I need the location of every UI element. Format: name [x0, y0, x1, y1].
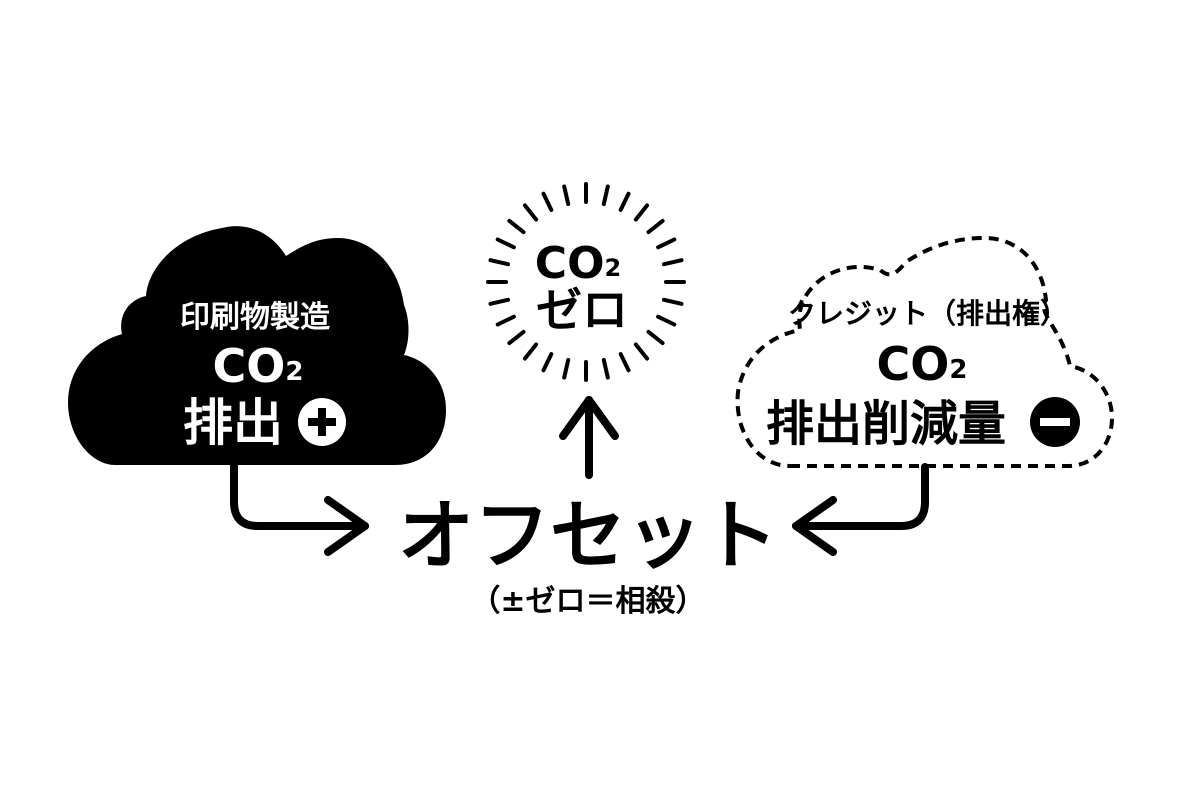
burst-co: CO — [535, 238, 605, 289]
burst-ray — [488, 258, 510, 267]
burst-ray — [618, 191, 631, 212]
burst-ray — [662, 297, 684, 306]
right-cloud-co: CO — [877, 337, 950, 391]
left-cloud: 印刷物製造 CO2 排出 — [68, 226, 446, 465]
right-cloud-co-sub: 2 — [949, 355, 967, 385]
burst-ray — [522, 203, 539, 222]
burst-ray — [495, 314, 516, 327]
burst-ray — [633, 342, 650, 361]
left-cloud-shape — [68, 226, 446, 465]
burst-co2: CO2 — [535, 238, 621, 289]
burst-ray — [522, 342, 539, 361]
right-cloud-line3: 排出削減量 — [766, 396, 1006, 452]
center-burst: CO2 ゼロ — [486, 182, 686, 382]
left-cloud-line1: 印刷物製造 — [180, 300, 330, 335]
burst-ray — [633, 203, 650, 222]
burst-ray — [662, 258, 684, 267]
burst-ray — [488, 297, 510, 306]
burst-ray — [562, 184, 571, 206]
minus-circle-icon — [1030, 397, 1080, 447]
burst-ray — [656, 237, 677, 250]
burst-ray — [541, 191, 554, 212]
burst-ray — [541, 352, 554, 373]
left-cloud-co: CO — [213, 339, 286, 393]
offset-subtitle: （±ゼロ＝相殺） — [470, 584, 705, 619]
right-cloud: クレジット（排出権） CO2 排出削減量 — [735, 235, 1115, 468]
burst-ray — [601, 358, 610, 380]
burst-ray — [495, 237, 516, 250]
right-cloud-line1: クレジット（排出権） — [788, 297, 1068, 330]
left-arrow — [230, 462, 369, 556]
burst-rays — [486, 182, 686, 382]
burst-ray — [646, 329, 665, 346]
left-cloud-co-sub: 2 — [285, 357, 303, 387]
right-arrow — [792, 463, 929, 556]
burst-ray — [656, 314, 677, 327]
burst-line2: ゼロ — [536, 283, 628, 337]
burst-ray — [601, 184, 610, 206]
burst-co-sub: 2 — [605, 254, 622, 282]
left-cloud-line3: 排出 — [183, 394, 283, 452]
burst-ray — [646, 218, 665, 235]
left-cloud-co2: CO2 — [213, 339, 304, 393]
up-arrow — [559, 396, 619, 479]
burst-ray — [562, 358, 571, 380]
burst-ray — [507, 329, 526, 346]
offset-title: オフセット — [398, 491, 778, 580]
right-cloud-shape — [735, 235, 1115, 468]
burst-ray — [507, 218, 526, 235]
right-cloud-co2: CO2 — [877, 337, 968, 391]
burst-ray — [618, 352, 631, 373]
plus-circle-icon — [298, 398, 346, 446]
